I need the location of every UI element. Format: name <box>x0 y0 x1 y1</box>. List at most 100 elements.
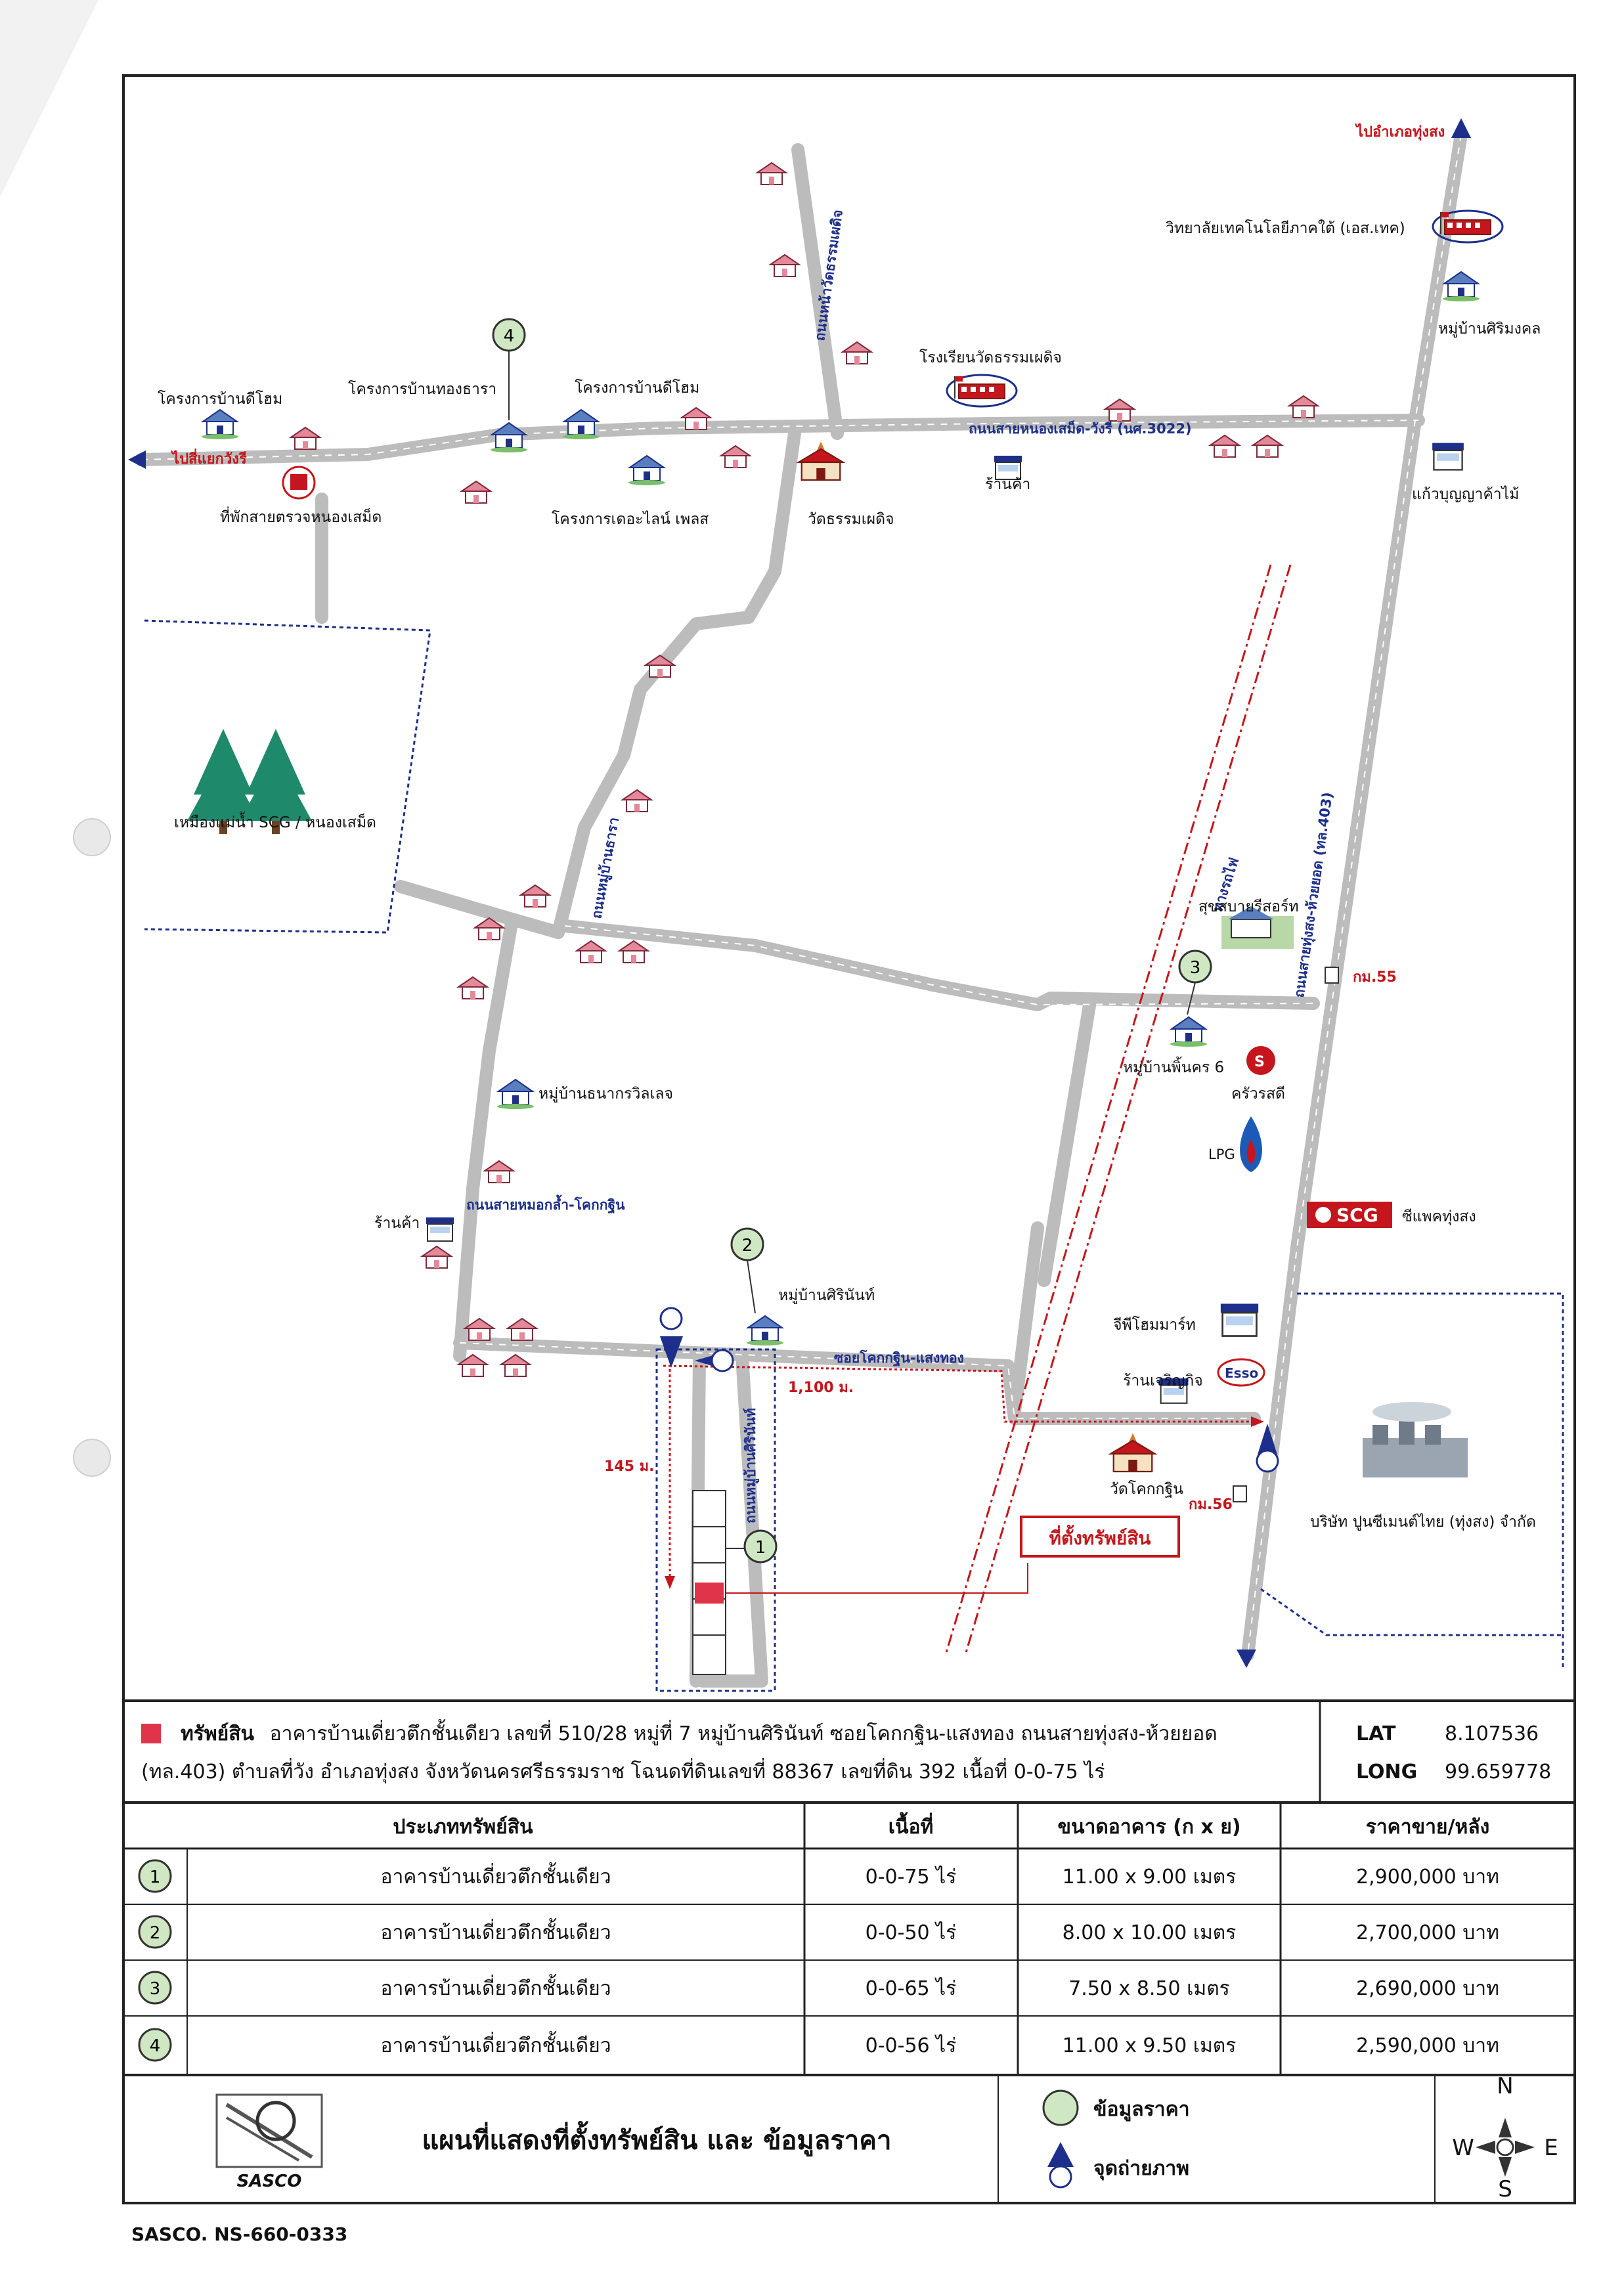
house-icon <box>458 976 488 999</box>
row-area: 0-0-75 ไร่ <box>866 1865 957 1889</box>
table-row: 1 อาคารบ้านเดี่ยวตึกชั้นเดียว 0-0-75 ไร่… <box>138 1859 1499 1893</box>
footer-title: แผนที่แสดงที่ตั้งทรัพย์สิน และ ข้อมูลราค… <box>422 2121 892 2156</box>
estate-icon <box>628 455 666 486</box>
label-lpg: LPG <box>1208 1147 1235 1162</box>
legend-price-icon <box>1042 2089 1079 2126</box>
row-type: อาคารบ้านเดี่ยวตึกชั้นเดียว <box>380 1974 611 2000</box>
compass-icon: N S W E <box>1452 2073 1558 2202</box>
estate-icon <box>562 409 600 440</box>
svg-text:3: 3 <box>1190 958 1201 978</box>
row-area: 0-0-65 ไร่ <box>866 1977 957 2000</box>
row-price: 2,690,000 บาท <box>1356 1977 1499 2000</box>
label-distance-1100: 1,100 ม. <box>788 1380 854 1396</box>
house-icon <box>290 427 320 450</box>
fuel-station-icon: S <box>1246 1046 1275 1075</box>
house-icon <box>619 940 649 963</box>
svg-text:2: 2 <box>742 1236 753 1256</box>
label-phiphat-6: หมู่บ้านพิ้นคร 6 <box>1123 1057 1224 1076</box>
house-icon <box>484 1160 514 1183</box>
house-icon <box>681 407 711 430</box>
label-scg-logo: SCG <box>1336 1204 1378 1226</box>
property-line-2: (ทล.403) ตำบลที่วัง อำเภอทุ่งสง จังหวัดน… <box>141 1757 1105 1784</box>
long-value: 99.659778 <box>1445 1760 1551 1783</box>
homemart-icon <box>1219 1302 1260 1338</box>
estate-icon <box>496 1079 535 1110</box>
esso-logo-icon <box>1217 1358 1265 1387</box>
svg-text:ที่ตั้งทรัพย์สิน: ที่ตั้งทรัพย์สิน <box>1049 1524 1151 1549</box>
house-icon <box>720 445 751 468</box>
house-icon <box>507 1318 537 1341</box>
row-size: 7.50 x 8.50 เมตร <box>1068 1977 1230 2000</box>
price-marker-2: 2 <box>730 1227 764 1314</box>
compass-n: N <box>1497 2073 1513 2099</box>
binder-hole <box>73 1439 111 1477</box>
cement-plant-boundary <box>1297 1292 1564 1668</box>
label-fuel: ครัวรสดี <box>1231 1085 1285 1103</box>
header-size: ขนาดอาคาร (ก x ย) <box>1057 1816 1240 1839</box>
row-type: อาคารบ้านเดี่ยวตึกชั้นเดียว <box>380 2031 611 2057</box>
row-size: 11.00 x 9.50 เมตร <box>1063 2034 1237 2057</box>
compass-e: E <box>1544 2135 1558 2161</box>
price-marker-3: 3 <box>1178 950 1212 1015</box>
camera-arrow-icon <box>1258 1424 1277 1454</box>
header-area: เนื้อที่ <box>889 1812 934 1839</box>
label-suk-sabai: สุขสบายรีสอร์ท <box>1198 898 1299 915</box>
svg-text:1: 1 <box>755 1538 766 1558</box>
house-icon <box>622 789 652 812</box>
price-marker-1: 1 <box>743 1529 778 1563</box>
label-soi-village: ถนนหมู่บ้านศิรินันท์ <box>743 1408 760 1523</box>
row-type: อาคารบ้านเดี่ยวตึกชั้นเดียว <box>380 1862 611 1889</box>
label-to-wangri: ไปสี่แยกวังรี <box>171 448 247 468</box>
label-nong-samed-road: ถนนสายหนองเสม็ด-วังรี (นศ.3022) <box>969 420 1192 437</box>
property-line-1-text: อาคารบ้านเดี่ยวตึกชั้นเดียว เลขที่ 510/2… <box>270 1719 1218 1746</box>
lat-label: LAT <box>1356 1722 1396 1745</box>
temple-icon <box>1110 1432 1156 1473</box>
cement-plant-icon <box>1363 1402 1468 1477</box>
subject-property <box>695 1583 724 1604</box>
row-number: 3 <box>150 1979 161 1999</box>
house-icon <box>520 885 550 907</box>
label-school: โรงเรียนวัดธรรมเผดิจ <box>919 349 1062 366</box>
police-box-icon <box>282 466 316 500</box>
house-icon <box>1252 435 1283 458</box>
page-frame <box>122 74 1576 2204</box>
forest-area <box>144 619 431 934</box>
label-dee-home-west: โครงการบ้านดีโฮม <box>158 390 282 408</box>
row-price: 2,700,000 บาท <box>1356 1921 1499 1944</box>
svg-text:4: 4 <box>504 326 515 346</box>
west-arrow-to-wangri <box>128 450 146 469</box>
price-marker-4: 4 <box>492 318 526 420</box>
road-center-lines <box>141 134 1462 1655</box>
row-number: 2 <box>150 1923 161 1943</box>
store-icon <box>1431 442 1465 471</box>
label-rest-stop: ที่พักสายตรวจหนองเสม็ด <box>220 506 382 526</box>
photo-viewpoint-icons <box>659 1307 1279 1473</box>
km-post-icon <box>1233 967 1339 1502</box>
resort-icon <box>1221 906 1294 949</box>
svg-text:S: S <box>1254 1054 1265 1070</box>
table-row: 3 อาคารบ้านเดี่ยวตึกชั้นเดียว 0-0-65 ไร่… <box>138 1971 1499 2005</box>
south-arrow-highway <box>1237 1650 1256 1668</box>
house-icon <box>842 341 872 364</box>
label-wat-thammaphadet: วัดธรรมเผดิจ <box>808 511 894 528</box>
north-arrow-to-thungsong <box>1451 118 1471 138</box>
page-fold-corner <box>0 0 99 197</box>
row-area: 0-0-50 ไร่ <box>866 1921 957 1944</box>
label-wat-khok: วัดโคกกฐิน <box>1110 1480 1183 1498</box>
house-icon <box>464 1318 494 1341</box>
camera-arrow-icon <box>1047 2142 1074 2167</box>
forest-label-text: เหมืองแม่น้ำ SCG / หนองเสม็ด <box>174 812 376 831</box>
row-size: 11.00 x 9.00 เมตร <box>1063 1866 1237 1889</box>
house-icons <box>290 162 1319 1377</box>
scg-logo-icon <box>1307 1202 1392 1228</box>
label-north-lane: ถนนหมู่บ้านธารา <box>588 816 623 920</box>
legend-price-label: ข้อมูลราคา <box>1093 2098 1190 2122</box>
label-kaew-bunya: แก้วบุญญาค้าไม้ <box>1412 485 1519 503</box>
cement-plant-boundary <box>1260 1588 1563 1636</box>
property-location-callout: ที่ตั้งทรัพย์สิน <box>1020 1516 1180 1558</box>
house-icon <box>576 940 606 963</box>
header-price: ราคาขาย/หลัง <box>1366 1816 1490 1839</box>
shop-icon <box>426 1217 454 1242</box>
label-shop-north: ร้านค้า <box>985 476 1030 493</box>
